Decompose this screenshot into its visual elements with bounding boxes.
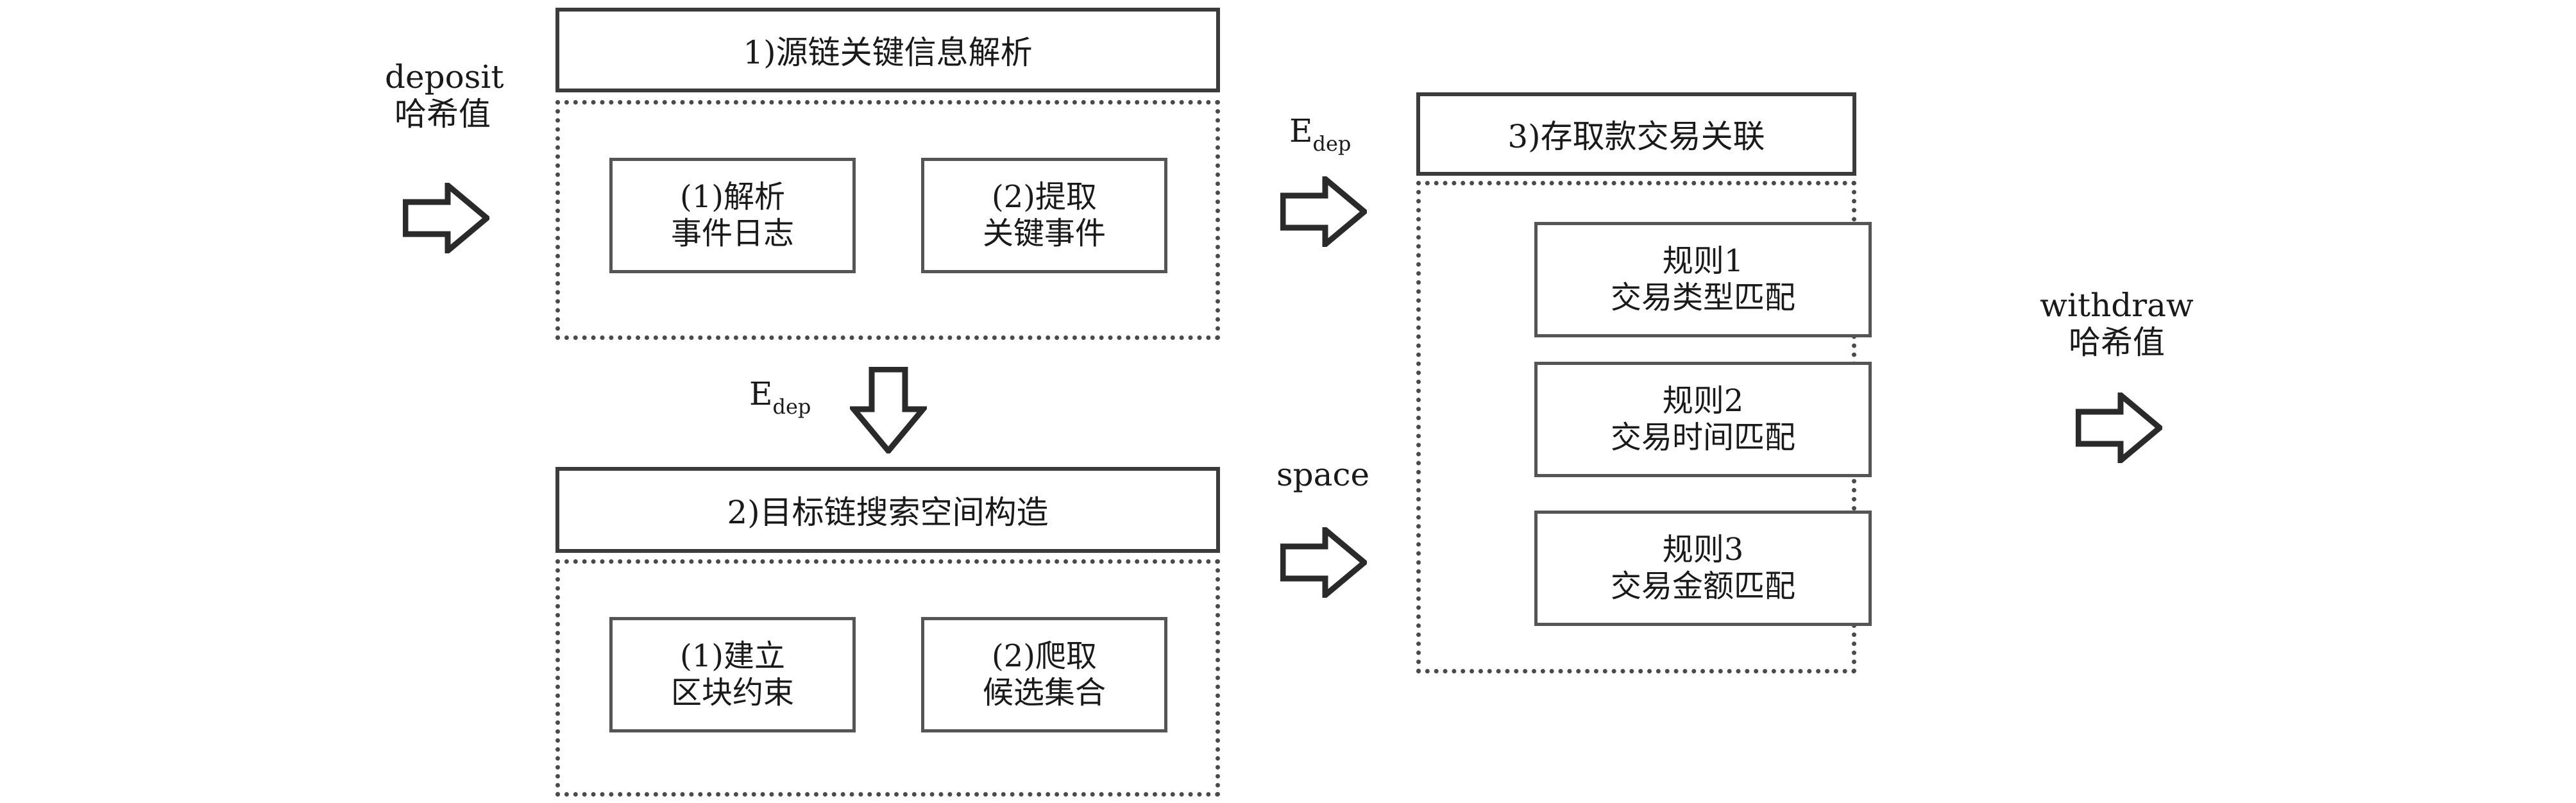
deposit-hash-label: deposit 哈希值 [385, 58, 504, 133]
arrow-right-icon [1280, 527, 1367, 598]
rule1-line1: 规则1 [1662, 243, 1744, 280]
edep-label-right: Edep [1289, 112, 1352, 156]
arrow-right-icon [403, 183, 489, 253]
rule3-line1: 规则3 [1662, 532, 1744, 568]
arrow-down-icon [850, 367, 927, 453]
space-text: space [1276, 456, 1370, 493]
edep-sub-right: dep [1312, 131, 1352, 156]
edep-label-down: Edep [749, 375, 811, 419]
deposit-label-line2: 哈希值 [394, 95, 491, 133]
stage1-step1-line2: 事件日志 [670, 216, 794, 251]
stage1-step2-box: (2)提取关键事件 [921, 158, 1167, 273]
withdraw-hash-label: withdraw 哈希值 [2040, 287, 2194, 361]
stage1-title-box: 1)源链关键信息解析 [555, 8, 1220, 92]
stage2-title-box: 2)目标链搜索空间构造 [555, 467, 1220, 553]
rule3-line2: 交易金额匹配 [1610, 568, 1795, 604]
stage2-step1-box: (1)建立区块约束 [609, 617, 856, 732]
rule2-line1: 规则2 [1662, 383, 1744, 419]
stage3-title: 3)存取款交易关联 [1507, 118, 1765, 155]
edep-main-right: E [1289, 112, 1313, 149]
stage2-step2-box: (2)爬取候选集合 [921, 617, 1167, 732]
stage1-step2-line1: (2)提取 [991, 179, 1097, 216]
stage2-step2-line2: 候选集合 [982, 675, 1106, 711]
arrow-right-icon [2076, 393, 2162, 463]
deposit-label-line1: deposit [385, 58, 504, 96]
stage2-step2-line1: (2)爬取 [991, 638, 1097, 675]
stage1-title: 1)源链关键信息解析 [743, 34, 1033, 71]
edep-main: E [749, 375, 773, 412]
stage2-step1-line1: (1)建立 [679, 638, 785, 675]
stage2-title: 2)目标链搜索空间构造 [727, 494, 1049, 531]
stage2-step1-line2: 区块约束 [670, 675, 794, 711]
withdraw-label-line1: withdraw [2040, 287, 2194, 324]
space-label: space [1276, 456, 1370, 494]
arrow-right-icon [1280, 176, 1367, 247]
stage2-steps-container [555, 559, 1220, 797]
stage3-title-box: 3)存取款交易关联 [1416, 92, 1856, 176]
rule2-line2: 交易时间匹配 [1610, 419, 1795, 455]
rule1-line2: 交易类型匹配 [1610, 280, 1795, 316]
stage1-step1-box: (1)解析事件日志 [609, 158, 856, 273]
withdraw-label-line2: 哈希值 [2069, 323, 2165, 361]
stage1-step2-line2: 关键事件 [982, 216, 1106, 251]
edep-sub: dep [772, 394, 811, 419]
stage1-step1-line1: (1)解析 [679, 179, 785, 216]
stage1-steps-container [555, 100, 1220, 340]
